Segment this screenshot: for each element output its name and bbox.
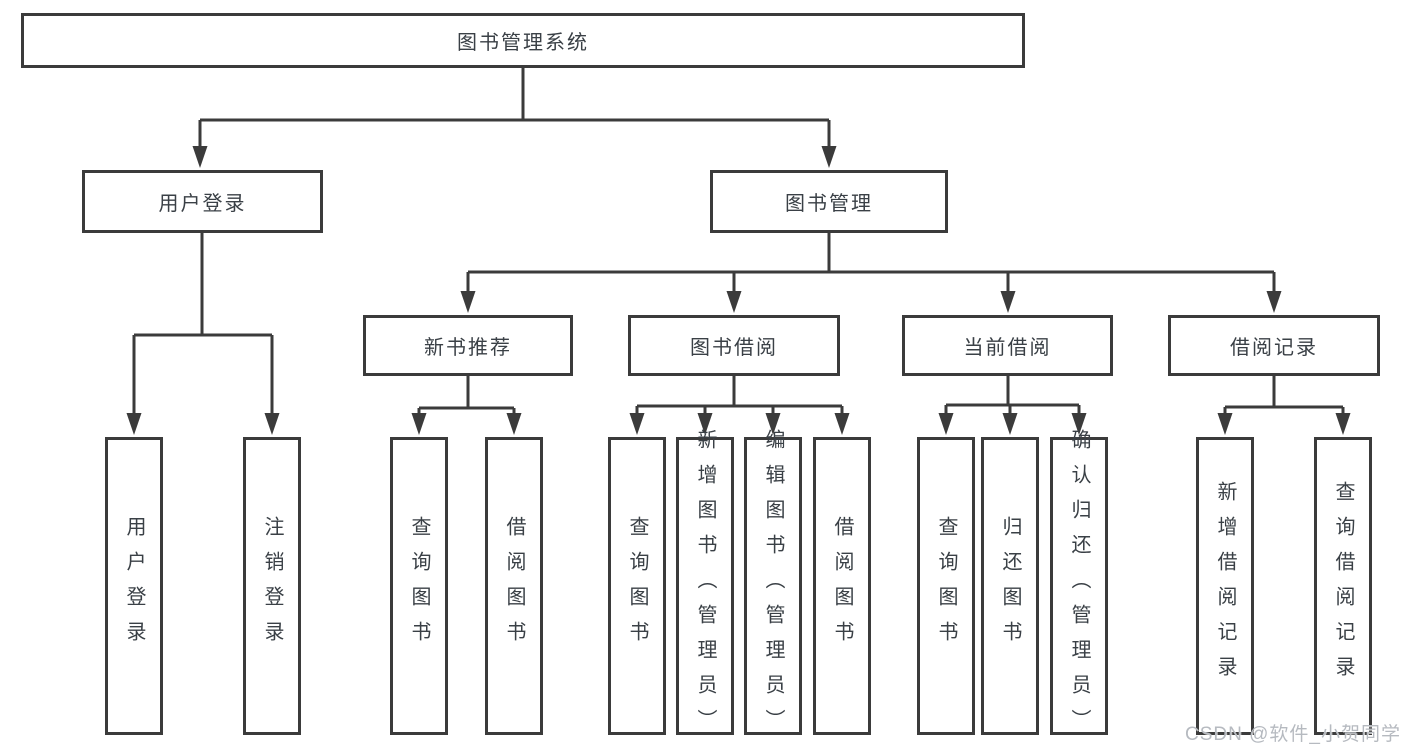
node-book-management-label: 图书管理 <box>785 193 873 215</box>
leaf-newbook-query-books-label: 查询图书 <box>408 516 430 656</box>
leaf-logout: 注销登录 <box>243 437 301 735</box>
node-book-borrow-label: 图书借阅 <box>690 337 778 359</box>
leaf-return-books-label: 归还图书 <box>999 516 1021 656</box>
leaf-borrow-query-books: 查询图书 <box>608 437 666 735</box>
leaf-user-login: 用户登录 <box>105 437 163 735</box>
node-book-management: 图书管理 <box>710 170 948 233</box>
leaf-confirm-return-admin-label: 确认归还（管理员） <box>1068 428 1090 744</box>
leaf-newbook-borrow-books-label: 借阅图书 <box>503 516 525 656</box>
node-current-borrow-label: 当前借阅 <box>963 337 1052 359</box>
node-current-borrow: 当前借阅 <box>902 315 1113 376</box>
leaf-add-borrow-record: 新增借阅记录 <box>1196 437 1254 735</box>
leaf-edit-books-admin-label: 编辑图书（管理员） <box>762 428 784 744</box>
leaf-add-borrow-record-label: 新增借阅记录 <box>1214 481 1236 691</box>
leaf-newbook-borrow-books: 借阅图书 <box>485 437 543 735</box>
node-new-book-recommend-label: 新书推荐 <box>424 337 512 359</box>
node-root: 图书管理系统 <box>21 13 1025 68</box>
node-user-login-label: 用户登录 <box>158 193 247 215</box>
leaf-borrow-books-label: 借阅图书 <box>831 516 853 656</box>
leaf-newbook-query-books: 查询图书 <box>390 437 448 735</box>
node-borrow-records-label: 借阅记录 <box>1230 337 1318 359</box>
node-new-book-recommend: 新书推荐 <box>363 315 573 376</box>
node-book-borrow: 图书借阅 <box>628 315 840 376</box>
leaf-confirm-return-admin: 确认归还（管理员） <box>1050 429 1108 744</box>
leaf-return-books: 归还图书 <box>981 437 1039 735</box>
leaf-current-query-books-label: 查询图书 <box>935 516 957 656</box>
leaf-query-borrow-record-label: 查询借阅记录 <box>1332 481 1354 691</box>
node-borrow-records: 借阅记录 <box>1168 315 1380 376</box>
leaf-query-borrow-record: 查询借阅记录 <box>1314 437 1372 735</box>
csdn-watermark: CSDN @软件_小贺同学 <box>1185 724 1401 745</box>
leaf-borrow-books: 借阅图书 <box>813 437 871 735</box>
leaf-logout-label: 注销登录 <box>261 516 283 656</box>
leaf-add-books-admin-label: 新增图书（管理员） <box>694 428 716 744</box>
leaf-current-query-books: 查询图书 <box>917 437 975 735</box>
leaf-user-login-label: 用户登录 <box>123 516 145 656</box>
leaf-add-books-admin: 新增图书（管理员） <box>676 429 734 744</box>
node-root-label: 图书管理系统 <box>457 32 589 54</box>
leaf-edit-books-admin: 编辑图书（管理员） <box>744 429 802 744</box>
leaf-borrow-query-books-label: 查询图书 <box>626 516 648 656</box>
node-user-login: 用户登录 <box>82 170 323 233</box>
